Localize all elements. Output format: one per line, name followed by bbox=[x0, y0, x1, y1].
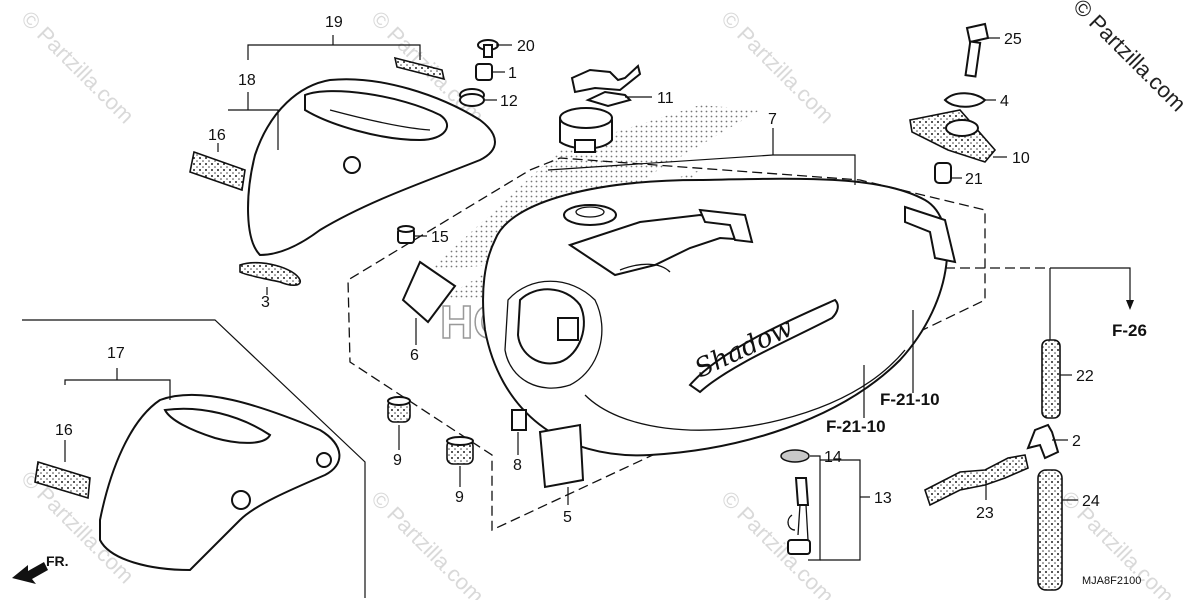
inset-border bbox=[22, 319, 366, 598]
part-16-lower-pad bbox=[34, 460, 91, 500]
part-8-label bbox=[511, 409, 527, 431]
part-19-emblem bbox=[393, 56, 446, 81]
callout-14: 14 bbox=[824, 449, 842, 466]
front-arrow-icon bbox=[12, 562, 48, 584]
part-22-tube bbox=[1041, 339, 1061, 419]
part-14-o-ring bbox=[780, 449, 810, 463]
fuel-tank: Shadow bbox=[482, 177, 957, 457]
arrow-down-icon bbox=[1126, 300, 1134, 310]
callout-19: 19 bbox=[325, 14, 343, 31]
callout-8: 8 bbox=[513, 457, 522, 474]
part-25-bolt bbox=[964, 22, 990, 78]
part-23-hose bbox=[924, 454, 1029, 507]
part-4-washer bbox=[943, 92, 987, 108]
part-16-upper-pad bbox=[189, 150, 246, 192]
part-12-grommet bbox=[459, 88, 485, 107]
callout-24: 24 bbox=[1082, 493, 1100, 510]
callout-3: 3 bbox=[261, 294, 270, 311]
part-21-collar bbox=[934, 162, 952, 184]
callout-9-right: 9 bbox=[455, 489, 464, 506]
callout-16-upper: 16 bbox=[208, 127, 226, 144]
callout-4: 4 bbox=[1000, 93, 1009, 110]
part-3-gasket bbox=[239, 261, 302, 286]
watermark-text: © Partzilla.com bbox=[16, 6, 139, 129]
reference-f-21-10-lower: F-21-10 bbox=[826, 417, 886, 436]
part-11-fuel-cap bbox=[559, 64, 642, 153]
part-24-tube bbox=[1037, 469, 1063, 591]
part-2-joint bbox=[1026, 423, 1060, 460]
shadow-badge bbox=[688, 298, 839, 394]
leader-lines bbox=[64, 35, 1134, 561]
callout-22: 22 bbox=[1076, 368, 1094, 385]
callout-7: 7 bbox=[768, 111, 777, 128]
diagram-code: MJA8F2100 bbox=[1082, 575, 1141, 587]
callout-9-left: 9 bbox=[393, 452, 402, 469]
part-1-collar bbox=[475, 63, 493, 81]
part-9-damper bbox=[446, 436, 474, 465]
callout-23: 23 bbox=[976, 505, 994, 522]
corner-watermark-text: © Partzilla.com bbox=[1068, 0, 1191, 116]
callout-12: 12 bbox=[500, 93, 518, 110]
part-10-mount bbox=[909, 109, 997, 163]
callout-21: 21 bbox=[965, 171, 983, 188]
part-9-damper bbox=[387, 396, 411, 423]
reference-f-26: F-26 bbox=[1112, 321, 1147, 340]
callout-20: 20 bbox=[517, 38, 535, 55]
callout-5: 5 bbox=[563, 509, 572, 526]
callout-16-lower: 16 bbox=[55, 422, 73, 439]
part-15-nut bbox=[397, 225, 415, 244]
callout-2: 2 bbox=[1072, 433, 1081, 450]
part-17-tank-cover bbox=[99, 393, 341, 572]
callout-15: 15 bbox=[431, 229, 449, 246]
part-6-label bbox=[401, 260, 457, 324]
part-13-sender bbox=[787, 477, 811, 555]
callout-1: 1 bbox=[508, 65, 517, 82]
callout-11: 11 bbox=[657, 90, 674, 107]
reference-f-21-10-upper: F-21-10 bbox=[880, 390, 940, 409]
part-20-screw bbox=[477, 39, 499, 58]
callout-6: 6 bbox=[410, 347, 419, 364]
callout-18: 18 bbox=[238, 72, 256, 89]
callout-13: 13 bbox=[874, 490, 892, 507]
callout-10: 10 bbox=[1012, 150, 1030, 167]
part-18-tank-cover bbox=[247, 78, 496, 257]
callout-25: 25 bbox=[1004, 31, 1022, 48]
watermark-text: © Partzilla.com bbox=[366, 486, 489, 600]
front-direction-indicator: FR. bbox=[12, 553, 69, 584]
front-label: FR. bbox=[46, 553, 69, 569]
callout-17: 17 bbox=[107, 345, 125, 362]
part-5-label bbox=[538, 423, 585, 489]
